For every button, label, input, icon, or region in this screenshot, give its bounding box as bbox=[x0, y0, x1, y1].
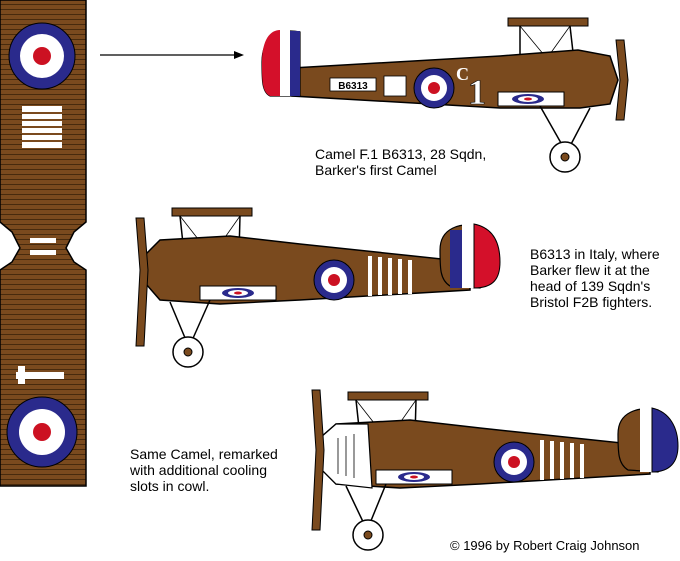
profile-top-camel: B6313 C 1 bbox=[261, 17, 629, 173]
caption-top: Camel F.1 B6313, 28 Sqdn, Barker's first… bbox=[315, 146, 486, 178]
caption-line: Barker's first Camel bbox=[315, 162, 437, 178]
caption-line: Same Camel, remarked bbox=[130, 446, 278, 462]
profile-middle-camel bbox=[135, 207, 501, 368]
caption-bottom: Same Camel, remarked with additional coo… bbox=[130, 446, 278, 494]
caption-middle: B6313 in Italy, where Barker flew it at … bbox=[530, 246, 660, 310]
plan-white-bars bbox=[22, 106, 62, 148]
plan-number-marking bbox=[16, 366, 64, 384]
caption-line: Bristol F2B fighters. bbox=[530, 294, 653, 310]
caption-line: with additional cooling bbox=[130, 462, 267, 478]
caption-line: Barker flew it at the bbox=[530, 262, 650, 278]
copyright-credit: © 1996 by Robert Craig Johnson bbox=[450, 538, 640, 553]
plan-roundel-bottom bbox=[6, 396, 78, 468]
pointer-arrow bbox=[100, 51, 244, 59]
plan-roundel-top bbox=[8, 22, 76, 90]
fuselage-stripes-bottom bbox=[540, 440, 584, 480]
serial-top: B6313 bbox=[338, 81, 368, 92]
fuselage-stripes-middle bbox=[368, 256, 412, 296]
plan-centre-marks bbox=[30, 238, 56, 255]
plan-view-wing bbox=[0, 0, 87, 487]
unit-code-top: C bbox=[456, 64, 469, 84]
caption-line: B6313 in Italy, where bbox=[530, 246, 660, 262]
caption-line: head of 139 Sqdn's bbox=[530, 278, 651, 294]
caption-line: Camel F.1 B6313, 28 Sqdn, bbox=[315, 146, 487, 162]
profile-bottom-camel bbox=[311, 389, 679, 551]
unit-number-top: 1 bbox=[468, 72, 486, 112]
caption-line: slots in cowl. bbox=[130, 478, 210, 494]
